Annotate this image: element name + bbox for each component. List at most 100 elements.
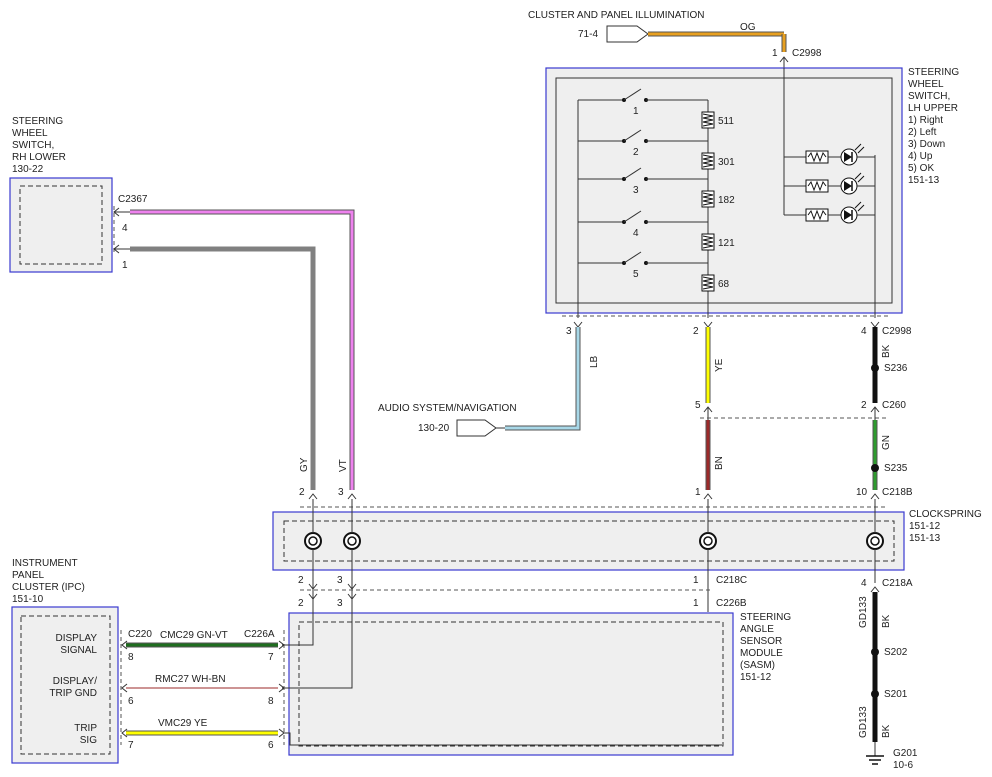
pin-c218c-3: 3 bbox=[337, 575, 343, 586]
ipc-p1b: SIGNAL bbox=[60, 645, 97, 656]
wire-label-gy: GY bbox=[299, 457, 310, 472]
wire-lb bbox=[505, 327, 580, 430]
clockspring-ref1: 151-12 bbox=[909, 521, 941, 532]
connector-c226b: C226B bbox=[716, 598, 747, 609]
switch-number: 4 bbox=[633, 228, 639, 239]
sw-lh-l4: LH UPPER bbox=[908, 103, 958, 114]
sw-rh-l2: WHEEL bbox=[12, 128, 48, 139]
ipc-l3: CLUSTER (IPC) bbox=[12, 582, 85, 593]
wire-label-cmc: CMC29 GN-VT bbox=[160, 630, 228, 641]
connector-c2998-bottom: C2998 bbox=[882, 326, 912, 337]
wire-label-gn: GN bbox=[881, 435, 892, 450]
sw-lh-o4: 4) Up bbox=[908, 151, 933, 162]
sw-lh-l3: SWITCH, bbox=[908, 91, 950, 102]
pin-lh-2: 2 bbox=[693, 326, 699, 337]
switch-lever-icon bbox=[623, 167, 642, 180]
sasm-l3: SENSOR bbox=[740, 636, 782, 647]
wire-label-gd133a: GD133 bbox=[858, 596, 869, 628]
clockspring-ref2: 151-13 bbox=[909, 533, 941, 544]
switch-lever-icon bbox=[623, 210, 642, 223]
connector-c260: C260 bbox=[882, 400, 906, 411]
pin-cs-vt: 3 bbox=[338, 487, 344, 498]
cluster-illum-ref: 71-4 bbox=[578, 29, 598, 40]
sw-lh-ref: 151-13 bbox=[908, 175, 940, 186]
splice-s201-dot bbox=[871, 690, 879, 698]
wire-gy bbox=[130, 246, 316, 490]
wire-label-vt: VT bbox=[338, 459, 349, 472]
sw-lh-o3: 3) Down bbox=[908, 139, 945, 150]
sasm-module bbox=[288, 612, 734, 756]
connector-c220: C220 bbox=[128, 629, 152, 640]
splice-s201: S201 bbox=[884, 689, 908, 700]
pin-c260-5: 5 bbox=[695, 400, 701, 411]
cluster-illum-title: CLUSTER AND PANEL ILLUMINATION bbox=[528, 10, 705, 21]
sw-rh-l4: RH LOWER bbox=[12, 152, 66, 163]
switch-lever-icon bbox=[623, 251, 642, 264]
audio-ref: 130-20 bbox=[418, 423, 450, 434]
pin-og: 1 bbox=[772, 48, 778, 59]
pin-c218a-4: 4 bbox=[861, 578, 867, 589]
pin-ipc-7: 7 bbox=[128, 740, 134, 751]
resistor-value: 511 bbox=[718, 116, 734, 127]
splice-s202-dot bbox=[871, 648, 879, 656]
pin-lh-4: 4 bbox=[861, 326, 867, 337]
sw-lh-o5: 5) OK bbox=[908, 163, 934, 174]
ipc-p3b: SIG bbox=[80, 735, 97, 746]
splice-s235: S235 bbox=[884, 463, 908, 474]
wire-label-bn: BN bbox=[714, 456, 725, 470]
wire-label-gd133b: GD133 bbox=[858, 706, 869, 738]
wire-label-rmc: RMC27 WH-BN bbox=[155, 674, 226, 685]
ground-name: G201 bbox=[893, 748, 918, 759]
audio-title: AUDIO SYSTEM/NAVIGATION bbox=[378, 403, 517, 414]
sasm-l1: STEERING bbox=[740, 612, 791, 623]
pin-c226b-2: 2 bbox=[298, 598, 304, 609]
sw-rh-module bbox=[9, 177, 113, 273]
splice-s236: S236 bbox=[884, 363, 908, 374]
ipc-p1a: DISPLAY bbox=[56, 633, 98, 644]
pin-cs-bn: 1 bbox=[695, 487, 701, 498]
connector-c2367: C2367 bbox=[118, 194, 148, 205]
wire-label-lb: LB bbox=[589, 355, 600, 368]
pin-c260-2: 2 bbox=[861, 400, 867, 411]
resistor-value: 68 bbox=[718, 279, 730, 290]
wire-label-bk2: BK bbox=[881, 614, 892, 628]
cluster-illum-arrow-icon bbox=[606, 25, 649, 43]
sasm-ref: 151-12 bbox=[740, 672, 772, 683]
sasm-l4: MODULE bbox=[740, 648, 783, 659]
sasm-l2: ANGLE bbox=[740, 624, 774, 635]
clockspring-coil-icon bbox=[304, 532, 884, 550]
sw-lh-o1: 1) Right bbox=[908, 115, 943, 126]
pin-cs-gn: 10 bbox=[856, 487, 868, 498]
connector-c218b: C218B bbox=[882, 487, 913, 498]
pin-c226b-3: 3 bbox=[337, 598, 343, 609]
switch-lever-icon bbox=[623, 88, 642, 101]
switch-number: 5 bbox=[633, 269, 639, 280]
pin-sasm-8: 8 bbox=[268, 696, 274, 707]
pin-sasm-7: 7 bbox=[268, 652, 274, 663]
wire-vt bbox=[130, 210, 354, 490]
wire-label-og: OG bbox=[740, 22, 756, 33]
pin-c226b-1: 1 bbox=[693, 598, 699, 609]
pin-rh-4: 4 bbox=[122, 223, 128, 234]
sw-lh-l2: WHEEL bbox=[908, 79, 944, 90]
wire-label-bk3: BK bbox=[881, 724, 892, 738]
connector-c2998-top: C2998 bbox=[792, 48, 822, 59]
pin-cs-gy: 2 bbox=[299, 487, 305, 498]
ipc-p2b: TRIP GND bbox=[49, 688, 97, 699]
pin-lh-3: 3 bbox=[566, 326, 572, 337]
sw-lh-o2: 2) Left bbox=[908, 127, 937, 138]
resistor-value: 182 bbox=[718, 195, 735, 206]
pin-c218c-2: 2 bbox=[298, 575, 304, 586]
splice-s235-dot bbox=[871, 464, 879, 472]
wire-label-ye: YE bbox=[714, 358, 725, 372]
sw-rh-l1: STEERING bbox=[12, 116, 63, 127]
pin-c218c-1: 1 bbox=[693, 575, 699, 586]
clockspring-module bbox=[272, 511, 905, 571]
switch-number: 1 bbox=[633, 106, 639, 117]
ipc-module bbox=[11, 606, 119, 764]
ipc-l1: INSTRUMENT bbox=[12, 558, 78, 569]
connector-c218a: C218A bbox=[882, 578, 913, 589]
wire-label-vmc: VMC29 YE bbox=[158, 718, 208, 729]
switch-lever-icon bbox=[623, 129, 642, 142]
